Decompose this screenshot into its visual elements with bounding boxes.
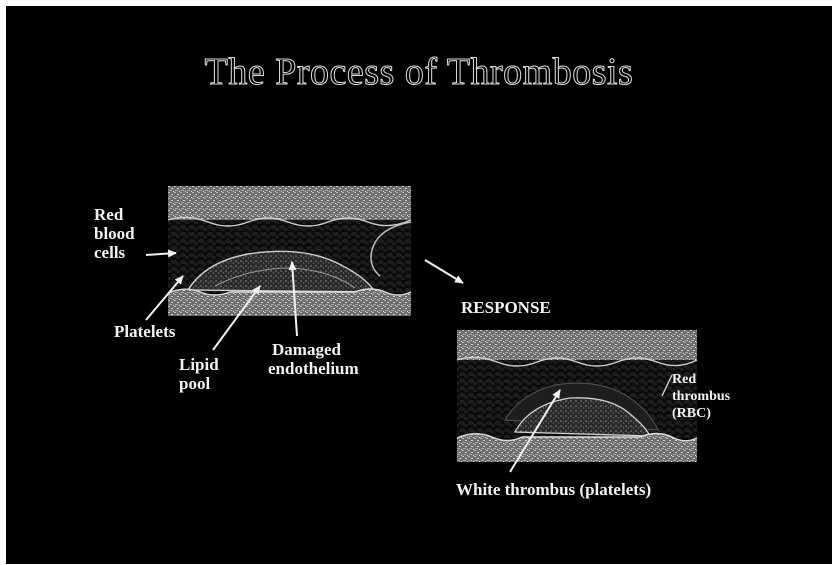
label-lipid: Lipid: [179, 356, 219, 373]
label-red-thrombus-thrombus: thrombus: [672, 390, 730, 404]
label-red-thrombus-red: Red: [672, 373, 696, 387]
vessel-before-top-wall: [168, 186, 411, 220]
label-red-thrombus-rbc: (RBC): [672, 407, 711, 421]
label-pool: pool: [179, 375, 210, 392]
vessel-after-top-wall: [457, 330, 697, 360]
label-endothelium: endothelium: [268, 360, 359, 377]
label-cells: cells: [94, 244, 125, 261]
vessel-before: [168, 186, 411, 316]
label-blood: blood: [94, 225, 135, 242]
label-platelets: Platelets: [114, 323, 175, 340]
response-heading: RESPONSE: [461, 299, 551, 316]
label-damaged: Damaged: [272, 341, 341, 358]
label-red: Red: [94, 206, 123, 223]
label-white-thrombus: White thrombus (platelets): [456, 481, 651, 498]
arrow-response: [425, 260, 463, 283]
vessel-after: [457, 330, 697, 462]
